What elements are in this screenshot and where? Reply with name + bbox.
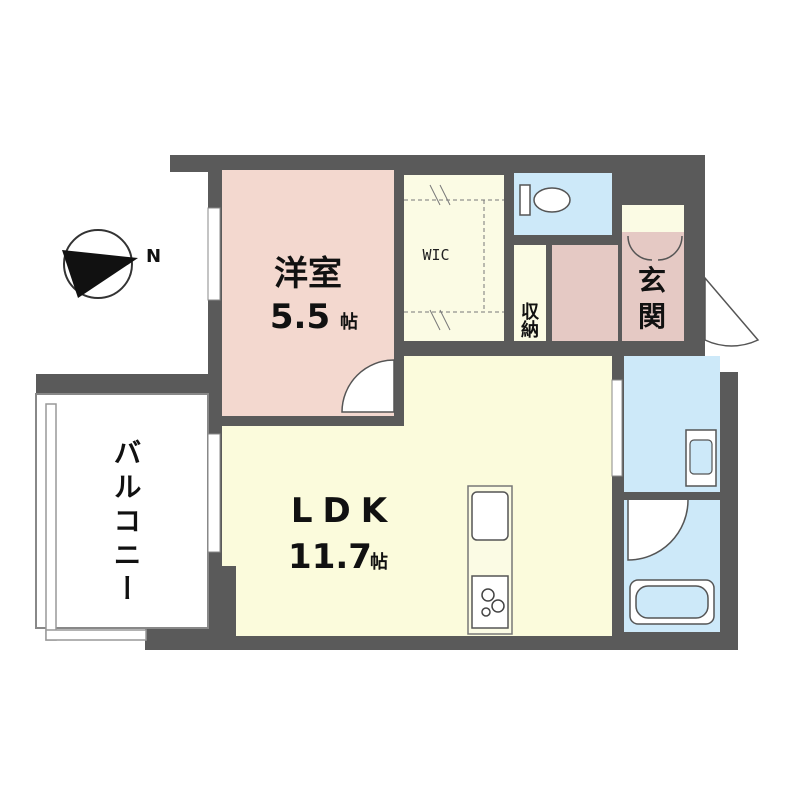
hall-area [552, 245, 618, 341]
stove-burner-icon [481, 588, 495, 602]
western-room-size: 5.5 [270, 297, 330, 337]
balcony-label-char: ー [110, 574, 143, 602]
ldk-room-size: 11.7 [288, 537, 372, 577]
entrance-label-line1: 玄 [638, 264, 666, 297]
balcony-label-char: ル [110, 472, 143, 500]
western-door-icon [341, 359, 395, 413]
north-arrow-icon [62, 250, 138, 298]
sink-icon [471, 491, 509, 541]
windows [207, 207, 623, 553]
ldk-room-name: LDK [291, 491, 397, 531]
balcony-label-char: ニ [110, 540, 143, 568]
balcony-rail [45, 403, 57, 641]
bathtub-icon [629, 579, 715, 625]
balcony-label-char: バ [110, 438, 143, 466]
entrance-door-icon [704, 275, 760, 347]
wic-shelves [404, 184, 504, 331]
kitchen-counter [467, 485, 513, 635]
toilet-icon [519, 184, 571, 216]
storage-label-line1: 収 [521, 302, 540, 323]
bath-door-icon [627, 499, 689, 561]
western-room-name: 洋室 [274, 254, 342, 294]
storage-room [514, 245, 546, 341]
western-room-unit: 帖 [340, 311, 358, 333]
storage-label-line2: 納 [521, 319, 539, 341]
ldk-room-unit: 帖 [370, 551, 388, 573]
closet-door-icon [627, 235, 683, 261]
ldk-room [222, 356, 612, 636]
entrance-label-line2: 関 [638, 300, 666, 333]
compass: N [62, 229, 161, 299]
washbasin-icon [685, 429, 717, 487]
balcony-label-char: コ [110, 506, 143, 534]
compass-label: N [146, 246, 161, 267]
wic-room [404, 175, 504, 341]
wic-label: WIC [422, 246, 449, 264]
doors [341, 235, 760, 561]
